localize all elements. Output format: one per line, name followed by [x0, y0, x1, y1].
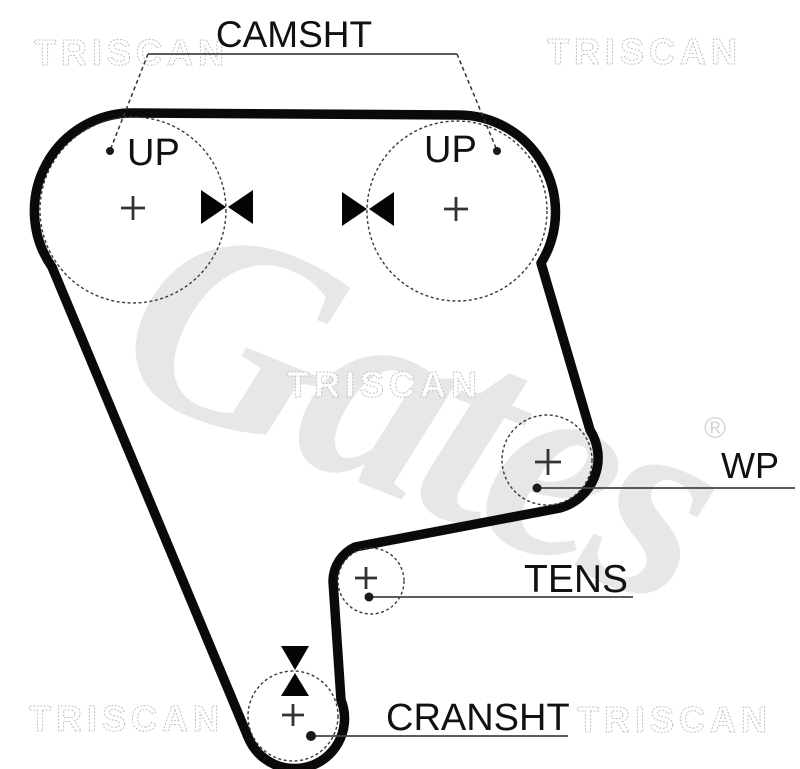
camshaft-left-mark-dot — [106, 147, 114, 155]
crankshaft-pulley — [247, 670, 339, 762]
center-cross-icon-cam-left — [121, 196, 145, 220]
leader-lines — [106, 53, 795, 741]
camshaft-right-pulley — [366, 120, 548, 302]
center-cross-icon-water-pump — [535, 449, 561, 475]
center-cross-icon-tensioner — [355, 567, 377, 589]
tensioner-mark-dot — [364, 592, 374, 602]
up-label-left: UP — [127, 132, 180, 174]
center-cross-icon-crankshaft — [282, 704, 304, 726]
pulley-circles — [39, 116, 593, 762]
timing-marker-icon-right — [342, 192, 394, 226]
camshaft-left-pulley — [39, 116, 227, 304]
up-label-right: UP — [424, 129, 477, 171]
timing-marker-icon-left — [201, 190, 253, 224]
camshaft-label: CAMSHT — [216, 14, 372, 55]
pulley-center-marks — [121, 196, 561, 726]
water-pump-mark-dot — [532, 483, 542, 493]
tensioner-pulley — [337, 547, 405, 615]
triscan-watermarks: TRISCAN TRISCAN TRISCAN TRISCAN TRISCAN — [29, 31, 772, 741]
camshaft-leader-right — [456, 53, 497, 149]
center-cross-icon-cam-right — [444, 197, 468, 221]
triscan-watermark-top-right: TRISCAN — [547, 31, 742, 72]
timing-markers — [201, 190, 394, 696]
triscan-watermark-bottom-right: TRISCAN — [577, 699, 772, 740]
camshaft-right-mark-dot — [493, 147, 501, 155]
diagram-labels: CAMSHT UP UP WP TENS CRANSHT — [127, 14, 779, 739]
registered-mark-icon: ® — [704, 412, 726, 445]
timing-marker-icon-crankshaft — [281, 646, 309, 696]
water-pump-label: WP — [721, 445, 779, 486]
crankshaft-label: CRANSHT — [386, 697, 570, 739]
camshaft-leader-left — [110, 53, 149, 149]
tensioner-label: TENS — [524, 558, 628, 601]
water-pump-pulley — [501, 414, 593, 506]
triscan-watermark-center: TRISCAN — [287, 364, 482, 405]
triscan-watermark-bottom-left: TRISCAN — [29, 698, 224, 739]
triscan-watermark-top-left: TRISCAN — [34, 32, 229, 73]
crankshaft-mark-dot — [306, 731, 316, 741]
timing-belt-path — [29, 108, 603, 769]
